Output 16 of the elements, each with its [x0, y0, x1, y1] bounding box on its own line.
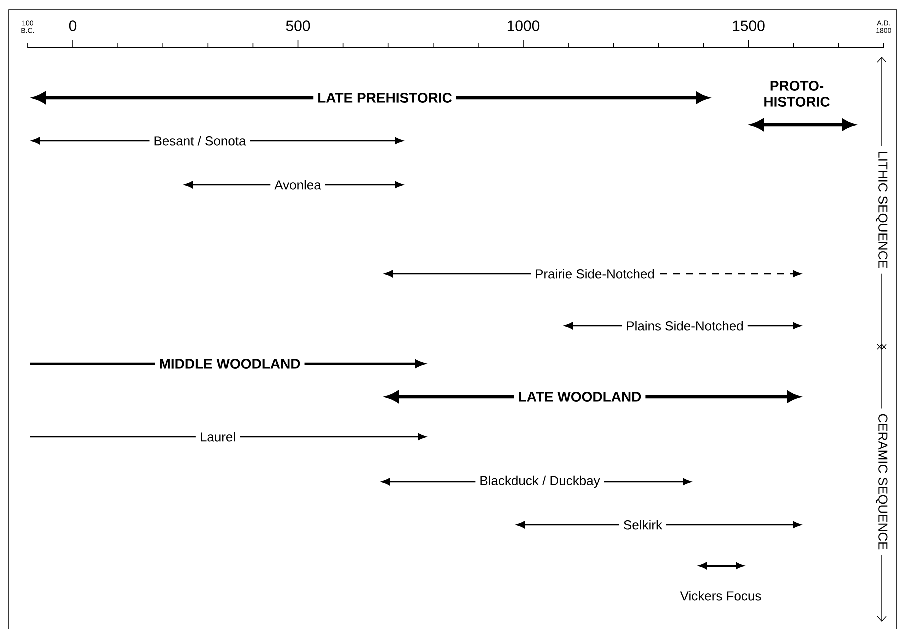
period-label: PROTO- HISTORIC — [764, 81, 830, 107]
period-label: Laurel — [196, 431, 240, 443]
period-label: Besant / Sonota — [150, 135, 250, 147]
period-label: Plains Side-Notched — [622, 320, 748, 332]
axis-label: 0 — [69, 20, 77, 32]
period-label: Blackduck / Duckbay — [476, 474, 604, 490]
period-label: MIDDLE WOODLAND — [155, 358, 305, 370]
sequence-label: CERAMIC SEQUENCE — [875, 408, 889, 556]
period-label: Selkirk — [620, 519, 666, 531]
period-label: Vickers Focus — [680, 591, 762, 601]
axis-label: 1000 — [508, 20, 540, 32]
sequence-label: LITHIC SEQUENCE — [875, 146, 889, 274]
axis-label: 1500 — [733, 20, 765, 32]
axis-label: 500 — [286, 20, 310, 32]
period-label: Avonlea — [270, 179, 326, 191]
period-label: Prairie Side-Notched — [531, 268, 659, 280]
